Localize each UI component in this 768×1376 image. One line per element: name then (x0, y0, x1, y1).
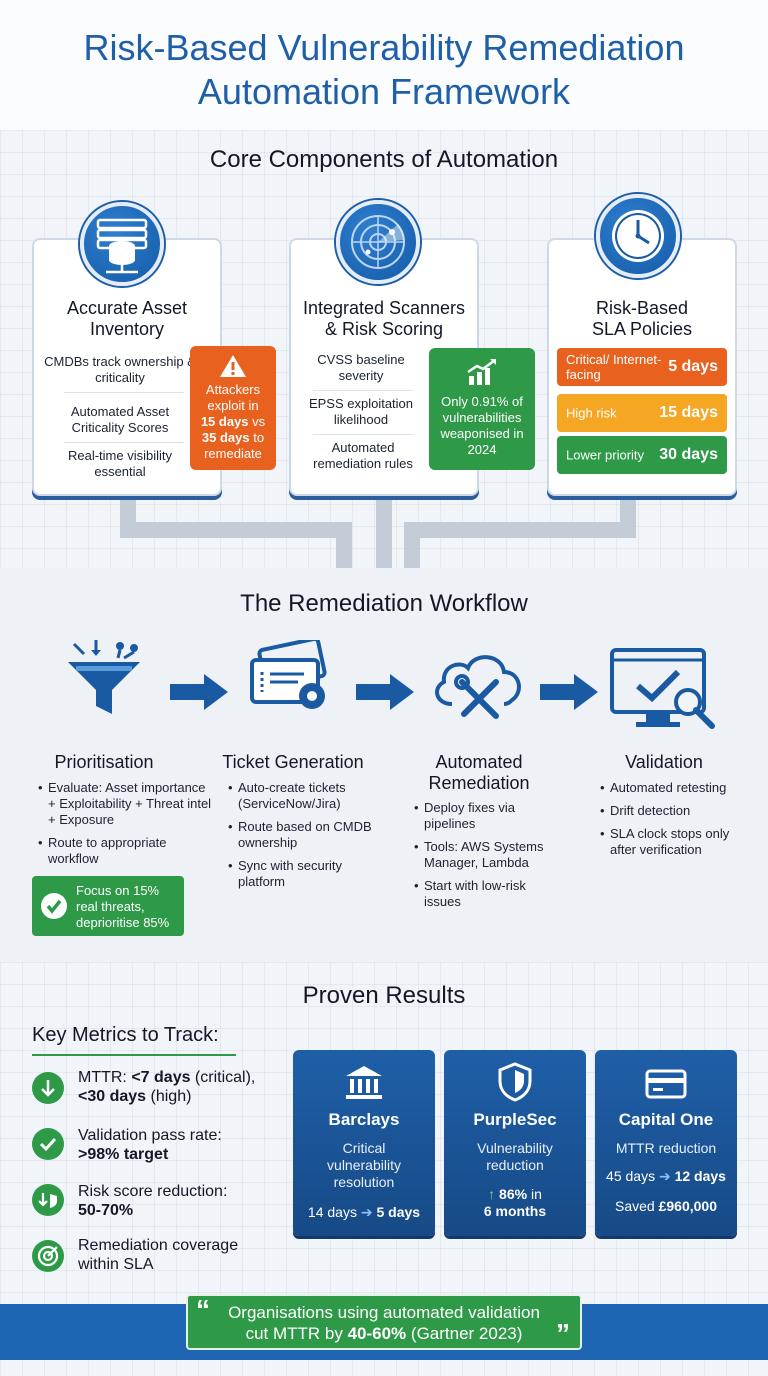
connector-pipe (376, 488, 392, 568)
list-item: Evaluate: Asset importance + Exploitabil… (38, 780, 214, 828)
card-item: CMDBs track ownership & criticality (44, 354, 196, 385)
case-name: Capital One (618, 1110, 714, 1129)
core-components-section: Core Components of Automation Accurate A… (0, 130, 768, 568)
workflow-section: The Remediation Workflow (0, 568, 768, 962)
quote-close-icon: ” (556, 1318, 570, 1349)
credit-card-icon (645, 1068, 687, 1100)
case-description: MTTR reduction (615, 1140, 717, 1156)
ticket-gear-icon (244, 636, 334, 716)
metric-remediation-coverage: Remediation coverage within SLA (78, 1237, 239, 1273)
workflow-section-title: The Remediation Workflow (240, 590, 528, 617)
arrow-right-icon (170, 674, 228, 710)
card-title: Accurate Asset Inventory (66, 298, 188, 339)
list-item: Route to appropriate workflow (38, 835, 214, 867)
sla-critical: Critical/ Internet-facing 5 days (557, 348, 727, 386)
card-item: EPSS exploitation likelihood (308, 396, 414, 427)
list-item: Deploy fixes via pipelines (414, 800, 564, 832)
step-title-validation: Validation (625, 752, 703, 772)
metric-risk-score-reduction: Risk score reduction: 50-70% (78, 1183, 228, 1219)
warning-icon (219, 354, 247, 378)
list-item: Route based on CMDB ownership (228, 819, 384, 851)
card-item: Real-time visibility essential (67, 448, 173, 479)
funnel-icon (62, 638, 146, 718)
arrow-right-icon (540, 674, 598, 710)
divider (313, 434, 413, 435)
divider (64, 392, 184, 393)
case-result: 14 days ➔ 5 days (307, 1204, 421, 1220)
card-item: Automated remediation rules (313, 440, 413, 471)
header: Risk-Based Vulnerability Remediation Aut… (0, 0, 768, 130)
arrow-right-icon (356, 674, 414, 710)
card-title: Integrated Scanners & Risk Scoring (302, 298, 466, 339)
divider (313, 390, 413, 391)
metrics-title: Key Metrics to Track: (32, 1024, 219, 1046)
list-item: Tools: AWS Systems Manager, Lambda (414, 839, 564, 871)
clock-icon (596, 194, 680, 278)
weaponised-stat-callout: Only 0.91% of vulnerabilities weaponised… (429, 348, 535, 470)
list-item: Start with low-risk issues (414, 878, 564, 910)
connector-pipe (120, 522, 350, 538)
bank-icon (344, 1064, 384, 1102)
sla-high: High risk 15 days (557, 394, 727, 432)
database-server-icon (80, 202, 164, 286)
card-item: CVSS baseline severity (317, 352, 405, 383)
case-card-purplesec: PurpleSec Vulnerability reduction ↑ 86% … (444, 1050, 586, 1236)
results-section-title: Proven Results (302, 982, 466, 1009)
check-icon (32, 1128, 64, 1160)
step-list-prioritisation: Evaluate: Asset importance + Exploitabil… (38, 780, 214, 874)
monitor-check-icon (608, 646, 720, 736)
quote-open-icon: “ (196, 1294, 210, 1325)
case-description: Vulnerability reduction (477, 1140, 553, 1173)
metrics-title-underline (32, 1054, 236, 1056)
divider (64, 442, 184, 443)
connector-pipe (336, 522, 352, 568)
step-title-automated-remediation: Automated Remediation (428, 752, 530, 793)
card-title: Risk-Based SLA Policies (591, 298, 693, 339)
connector-pipe (404, 522, 636, 538)
step-list-ticket-generation: Auto-create tickets (ServiceNow/Jira) Ro… (228, 780, 384, 897)
shield-down-icon (32, 1184, 64, 1216)
case-description: Critical vulnerability resolution (327, 1140, 401, 1190)
list-item: Automated retesting (600, 780, 750, 796)
cloud-tools-icon (426, 642, 532, 726)
card-item: Automated Asset Criticality Scores (70, 404, 170, 435)
list-item: Sync with security platform (228, 858, 384, 890)
metric-validation-pass-rate: Validation pass rate: >98% target (78, 1127, 222, 1163)
step-list-validation: Automated retesting Drift detection SLA … (600, 780, 750, 865)
connector-pipe (404, 522, 420, 568)
check-circle-icon (40, 892, 68, 920)
list-item: Auto-create tickets (ServiceNow/Jira) (228, 780, 384, 812)
step-list-automated-remediation: Deploy fixes via pipelines Tools: AWS Sy… (414, 800, 564, 917)
sla-lower: Lower priority 30 days (557, 436, 727, 474)
list-item: Drift detection (600, 803, 750, 819)
case-card-capital-one: Capital One MTTR reduction 45 days ➔ 12 … (595, 1050, 737, 1236)
case-name: Barclays (328, 1110, 400, 1129)
list-item: SLA clock stops only after verification (600, 826, 750, 858)
case-card-barclays: Barclays Critical vulnerability resoluti… (293, 1050, 435, 1236)
case-savings: Saved £960,000 (615, 1198, 717, 1214)
focus-callout: Focus on 15% real threats, deprioritise … (32, 876, 184, 936)
shield-icon (497, 1062, 533, 1102)
case-result: ↑ 86% in 6 months (483, 1186, 547, 1219)
case-result: 45 days ➔ 12 days (606, 1168, 726, 1184)
case-name: PurpleSec (473, 1110, 557, 1129)
core-section-title: Core Components of Automation (209, 146, 559, 173)
step-title-prioritisation: Prioritisation (54, 752, 154, 772)
gartner-quote: “ Organisations using automated validati… (186, 1294, 582, 1350)
connector-pipe (620, 490, 636, 538)
trend-chart-icon (466, 358, 498, 386)
step-title-ticket-generation: Ticket Generation (222, 752, 364, 772)
metric-mttr: MTTR: <7 days (critical), <30 days (high… (78, 1069, 256, 1105)
radar-icon (336, 200, 420, 284)
arrow-down-icon (32, 1072, 64, 1104)
card-sla-policies: Risk-Based SLA Policies Critical/ Intern… (547, 238, 737, 496)
page-title: Risk-Based Vulnerability Remediation Aut… (83, 27, 685, 112)
target-icon (32, 1240, 64, 1272)
